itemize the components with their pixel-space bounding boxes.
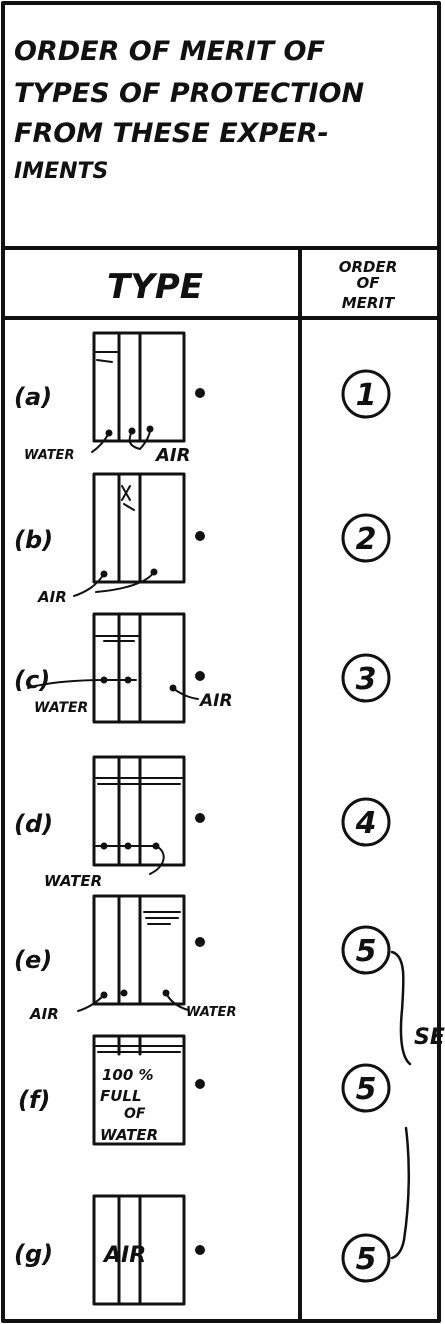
row-b: (b) AIR 2 <box>14 472 391 606</box>
merit-header-line-1: ORDER <box>339 258 398 276</box>
merit-circle <box>341 1233 391 1283</box>
container-diagram <box>92 472 205 584</box>
water-pointer <box>95 845 165 875</box>
title-line-4: IMENTS <box>14 159 108 184</box>
title-line-3: FROM THESE EXPER- <box>14 118 329 149</box>
label-water: WATER <box>24 448 74 463</box>
bracket-note: SE <box>414 1025 445 1050</box>
air-pointer <box>73 571 155 597</box>
label-water: WATER <box>44 872 102 890</box>
row-e: (e) AIR WATER 5 <box>14 894 391 1023</box>
container-diagram <box>92 1194 205 1306</box>
row-letter: (e) <box>14 946 52 974</box>
row-f: (f) 100 % FULL OF WATER 5 <box>18 1034 391 1146</box>
merit-circle <box>341 925 391 975</box>
merit-circle <box>341 1063 391 1113</box>
row-c: (c) WATER AIR 3 <box>14 612 391 724</box>
fill-note-line-1: 100 % <box>102 1066 154 1084</box>
row-letter: (g) <box>14 1240 53 1268</box>
title-line-1: ORDER OF MERIT OF <box>14 36 326 67</box>
merit-rank: 5 <box>356 1242 377 1277</box>
container-diagram <box>92 755 205 867</box>
fill-note-line-3: OF <box>124 1106 146 1122</box>
container-diagram <box>92 612 205 724</box>
label-water: WATER <box>186 1005 236 1020</box>
merit-header-line-2: OF <box>357 274 381 292</box>
label-air: AIR <box>29 1005 59 1023</box>
fill-note-line-4: WATER <box>100 1126 158 1144</box>
air-pointer <box>77 994 105 1012</box>
water-pointer <box>165 992 189 1011</box>
type-column-header: TYPE <box>107 267 203 307</box>
title-line-2: TYPES OF PROTECTION <box>14 78 364 109</box>
merit-rank: 3 <box>356 662 377 697</box>
sheet-title: ORDER OF MERIT OF TYPES OF PROTECTION FR… <box>14 36 364 184</box>
water-pointer <box>27 679 137 689</box>
tie-bracket-lower <box>390 1126 411 1260</box>
row-letter: (b) <box>14 526 53 554</box>
row-a: (a) WATER AIR 1 <box>14 331 391 466</box>
label-air: AIR <box>37 588 67 606</box>
merit-rank: 1 <box>356 378 377 413</box>
label-water: WATER <box>34 700 88 716</box>
container-diagram <box>92 1034 205 1146</box>
row-d: (d) WATER 4 <box>14 755 391 890</box>
merit-circle <box>341 369 391 419</box>
merit-circle <box>341 797 391 847</box>
fill-note-air: AIR <box>102 1243 146 1268</box>
row-letter: (a) <box>14 383 52 411</box>
merit-column-header: ORDER OF MERIT <box>339 258 398 312</box>
container-diagram <box>92 331 205 443</box>
merit-rank: 5 <box>356 934 377 969</box>
merit-rank: 5 <box>356 1072 377 1107</box>
merit-rank: 4 <box>355 806 377 841</box>
row-letter: (c) <box>14 666 50 694</box>
row-letter: (d) <box>14 810 53 838</box>
merit-circle <box>341 513 391 563</box>
water-pointer <box>91 432 110 453</box>
merit-header-line-3: MERIT <box>342 294 396 312</box>
label-air: AIR <box>198 691 233 711</box>
row-letter: (f) <box>18 1086 50 1114</box>
row-g: (g) AIR 5 <box>14 1194 391 1306</box>
fill-note-line-2: FULL <box>100 1087 142 1105</box>
air-pointer <box>172 687 199 700</box>
container-diagram <box>92 894 205 1006</box>
merit-rank: 2 <box>356 522 377 557</box>
merit-circle <box>341 653 391 703</box>
air-pointer <box>128 428 151 450</box>
tie-bracket <box>390 950 412 1066</box>
label-air: AIR <box>154 445 191 466</box>
